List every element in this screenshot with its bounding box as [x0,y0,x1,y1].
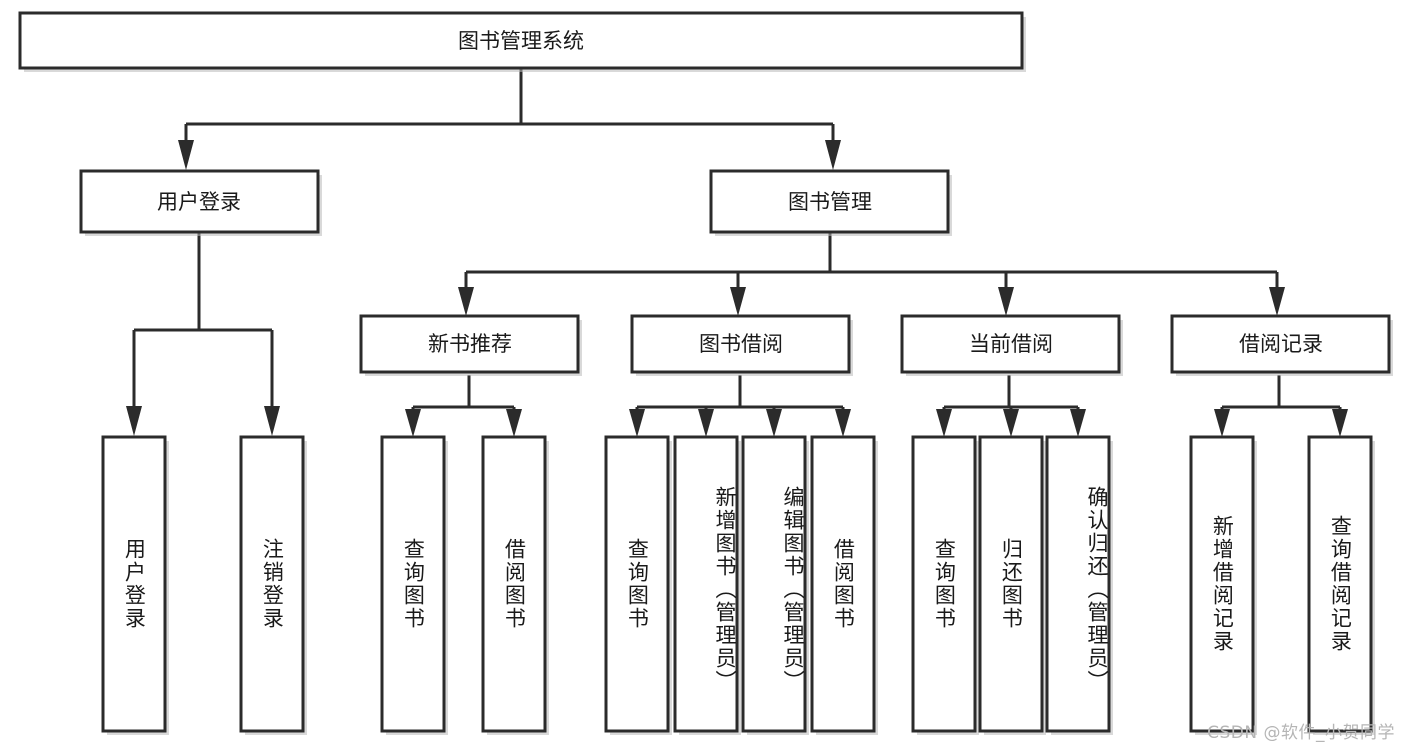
arrow-head-book-borrow [730,287,746,316]
arrow-head-leaf-query-book-1 [405,409,421,437]
leaf-query-book-2-box[interactable] [604,435,670,733]
node-book-manage-box[interactable] [709,169,950,234]
arrow-head-leaf-confirm-return [1070,409,1086,437]
connector-layer [126,69,1348,437]
node-borrow-record-box[interactable] [1170,314,1391,374]
leaf-query-book-3-box[interactable] [911,435,977,733]
node-book-manage-label: 图书管理 [788,190,872,214]
node-book-borrow-label: 图书借阅 [699,332,783,356]
node-user-login-label: 用户登录 [157,190,241,214]
leaf-add-record-box[interactable] [1189,435,1255,733]
arrow-head-user-login [178,140,194,170]
leaf-add-book-box[interactable] [673,435,739,733]
leaf-edit-book-box[interactable] [741,435,807,733]
node-borrow-record-label: 借阅记录 [1239,332,1323,356]
arrow-head-leaf-borrow-book-2 [835,409,851,437]
arrow-head-leaf-query-record [1332,409,1348,437]
arrow-head-leaf-borrow-book-1 [506,409,522,437]
leaf-borrow-book-2-box[interactable] [810,435,876,733]
node-new-book-rec-box[interactable] [359,314,580,374]
leaf-logout-box[interactable] [239,435,305,733]
leaf-confirm-return-box[interactable] [1045,435,1111,733]
node-root-label: 图书管理系统 [458,29,584,53]
leaf-query-record-box[interactable] [1307,435,1373,733]
arrow-head-new-book-rec [458,287,474,316]
leaf-query-book-1-box[interactable] [380,435,446,733]
arrow-head-leaf-return-book [1003,409,1019,437]
node-new-book-rec-label: 新书推荐 [428,332,512,356]
arrow-head-book-manage [825,140,841,170]
leaf-borrow-book-1-box[interactable] [481,435,547,733]
csdn-watermark: CSDN @软件_小贺同学 [1207,723,1395,743]
node-book-borrow-box[interactable] [630,314,851,374]
arrow-head-leaf-query-book-2 [629,409,645,437]
leaf-user-login-box[interactable] [101,435,167,733]
arrow-head-current-borrow [998,287,1014,316]
leaf-return-book-box[interactable] [978,435,1044,733]
arrow-head-borrow-record [1269,287,1285,316]
arrow-head-leaf-add-record [1214,409,1230,437]
arrow-head-leaf-user-login [126,406,142,436]
node-layer: 图书管理系统 用户登录 图书管理 新书推荐 图书借阅 当前借阅 借阅记录 [18,11,1393,735]
arrow-head-leaf-query-book-3 [936,409,952,437]
node-user-login-box[interactable] [79,169,320,234]
node-current-borrow-label: 当前借阅 [969,332,1053,356]
arrow-head-leaf-edit-book [766,409,782,437]
arrow-head-leaf-add-book [698,409,714,437]
node-current-borrow-box[interactable] [900,314,1121,374]
arrow-head-leaf-logout [264,406,280,436]
node-root-box[interactable] [18,11,1024,70]
